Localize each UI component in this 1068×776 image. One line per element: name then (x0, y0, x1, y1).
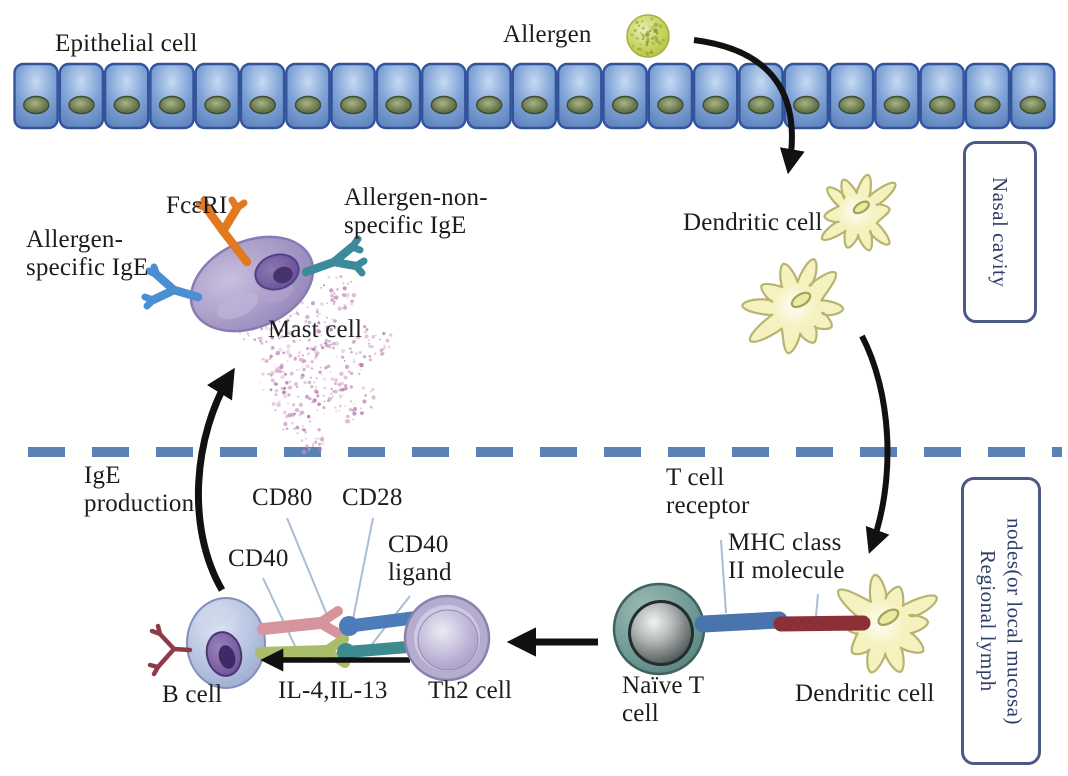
epithelial-nucleus (657, 95, 684, 115)
epithelial-cell (285, 62, 331, 130)
epithelial-nucleus (476, 95, 503, 115)
epithelial-cell (330, 62, 376, 130)
fceri-receptor (195, 196, 252, 267)
epithelial-nucleus (158, 95, 186, 115)
cd40-ligand-label: CD40 ligand (388, 531, 452, 587)
arrow-dendritic-migration (859, 334, 891, 554)
epithelial-nucleus (883, 95, 911, 115)
b-cell (186, 597, 266, 689)
cd28-molecule (339, 610, 427, 636)
cd40-label: CD40 (228, 545, 289, 572)
epithelial-cell (828, 62, 875, 130)
epithelial-cell (103, 62, 150, 130)
mast-cell-granules (238, 275, 393, 455)
epithelial-cell (602, 62, 648, 130)
naive-t-cell-label: Naïve T cell (622, 672, 705, 728)
epithelial-cell-layer (13, 62, 1056, 130)
epithelial-nucleus (204, 95, 231, 115)
epithelial-nucleus (294, 95, 322, 115)
epithelial-cell (964, 62, 1011, 130)
epithelial-cell (375, 62, 422, 130)
arrow-allergen-to-dendritic (693, 37, 805, 175)
dendritic-cell-nasal-2 (741, 258, 845, 355)
dendritic-cell-vacuole (852, 200, 870, 215)
epithelial-cell (13, 62, 59, 130)
mhc-class-ii-molecule (773, 615, 871, 632)
epithelial-cell (738, 62, 784, 130)
epithelial-nucleus (702, 95, 729, 115)
mhc-class-ii-label: MHC class II molecule (728, 529, 845, 585)
fceri-label: FcεRI (166, 192, 228, 219)
arrow-ige-production (194, 367, 235, 592)
epithelial-nucleus (249, 95, 276, 115)
epithelial-nucleus (521, 95, 548, 115)
epithelial-nucleus (793, 95, 820, 115)
epithelial-cell (1010, 62, 1056, 130)
epithelial-nucleus (611, 95, 639, 115)
dendritic-cell-nasal-1 (821, 173, 897, 252)
t-cell-receptor-label: T cell receptor (666, 464, 750, 520)
epithelial-cell (511, 62, 558, 130)
epithelial-cell (919, 62, 965, 130)
epithelial-cell (692, 62, 739, 130)
naive-t-nucleus (631, 603, 691, 663)
epithelial-cell (194, 62, 240, 130)
cd28-label: CD28 (342, 484, 403, 511)
cd80-label: CD80 (252, 484, 313, 511)
epithelial-cell (58, 62, 105, 130)
b-cell-label: B cell (162, 681, 223, 708)
regional-lymph-nodes-box: Regional lymph nodes(or local mucosa) (961, 477, 1041, 765)
epithelial-nucleus (566, 95, 593, 115)
epithelial-cell (783, 62, 830, 130)
ige-production-label: IgE production (84, 462, 195, 518)
naive-t-cell (612, 582, 706, 676)
allergen-specific-ige-receptor (141, 263, 203, 310)
epithelial-nucleus (340, 95, 367, 115)
epithelial-cell (239, 62, 286, 130)
nasal-cavity-label: Nasal cavity (988, 176, 1013, 288)
epithelial-nucleus (747, 95, 775, 115)
epithelial-cell (557, 62, 603, 130)
allergen-non-specific-ige-receptor (301, 235, 368, 277)
epithelial-nucleus (430, 95, 458, 115)
allergen-particle (626, 14, 670, 58)
allergen-non-specific-ige-label: Allergen-non- specific IgE (344, 184, 488, 240)
epithelial-nucleus (838, 95, 865, 115)
nasal-cavity-box: Nasal cavity (963, 141, 1037, 323)
dendritic-cell-vacuole (877, 608, 900, 627)
epithelial-cell (421, 62, 467, 130)
mast-cell (189, 235, 393, 455)
dendritic-cell-lymph (837, 573, 938, 674)
regional-lymph-nodes-label: Regional lymph nodes(or local mucosa) (976, 517, 1027, 725)
th2-cell (403, 594, 491, 682)
epithelial-cell (149, 62, 195, 130)
dendritic-cell-vacuole (790, 291, 812, 309)
cd80-molecule (257, 606, 344, 639)
dendritic-cell-lower-label: Dendritic cell (795, 680, 935, 707)
dendritic-cell-upper-label: Dendritic cell (683, 209, 823, 236)
epithelial-nucleus (23, 95, 50, 115)
b-cell-receptor (147, 623, 193, 677)
epithelial-nucleus (113, 95, 141, 115)
epithelial-nucleus (68, 95, 95, 115)
epithelial-nucleus (929, 95, 956, 115)
epithelial-nucleus (385, 95, 412, 115)
epithelial-cell (647, 62, 694, 130)
t-cell-receptor-molecule (694, 611, 788, 633)
epithelial-nucleus (974, 95, 1001, 115)
epithelial-nucleus (1019, 95, 1047, 115)
th2-cell-label: Th2 cell (428, 677, 513, 704)
allergen-label: Allergen (503, 21, 592, 48)
epithelial-cell (874, 62, 920, 130)
epithelial-cell-label: Epithelial cell (55, 30, 198, 57)
allergen-specific-ige-label: Allergen- specific IgE (26, 226, 149, 282)
il4-il13-label: IL-4,IL-13 (278, 677, 388, 704)
epithelial-cell (466, 62, 512, 130)
mast-cell-label: Mast cell (268, 316, 363, 343)
